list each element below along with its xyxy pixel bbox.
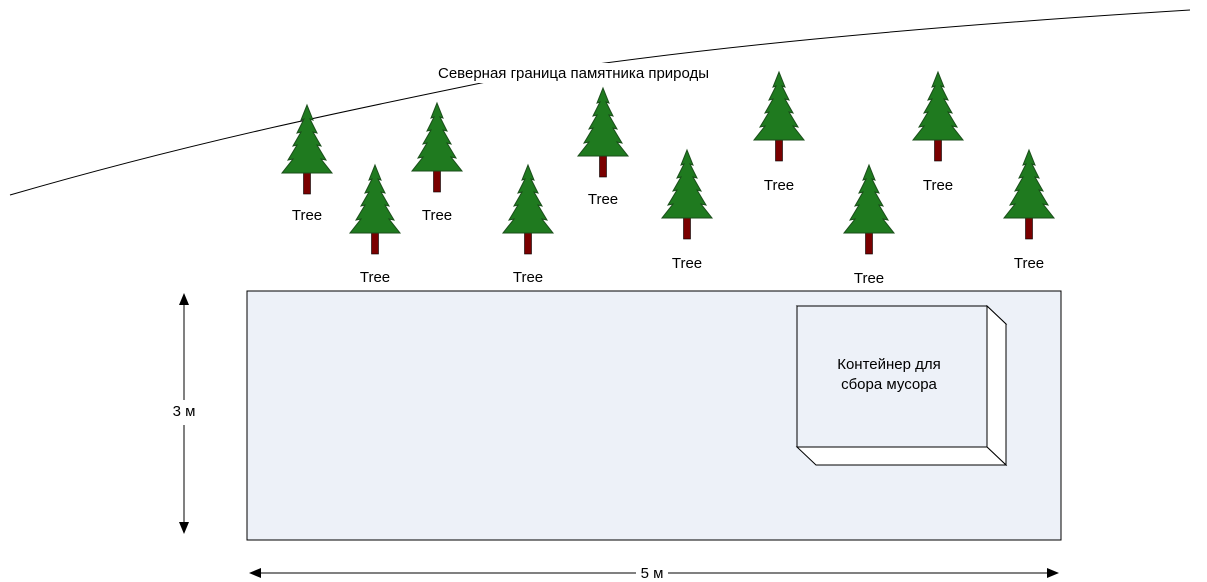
tree-label: Tree	[422, 207, 452, 224]
tree-label: Tree	[360, 269, 390, 286]
tree	[502, 164, 554, 255]
boundary-label: Северная граница памятника природы	[438, 65, 709, 82]
tree	[843, 164, 895, 255]
tree-label: Tree	[513, 269, 543, 286]
tree-label: Tree	[764, 177, 794, 194]
tree-label: Tree	[923, 177, 953, 194]
width-label: 5 м	[641, 565, 664, 582]
height-label: 3 м	[173, 403, 196, 420]
container-label-line1: Контейнер для	[837, 356, 941, 373]
tree	[281, 104, 333, 195]
tree	[349, 164, 401, 255]
waste-container	[795, 304, 1008, 467]
tree	[577, 87, 629, 178]
tree-label: Tree	[1014, 255, 1044, 272]
tree-label: Tree	[854, 270, 884, 287]
tree	[912, 71, 964, 162]
tree	[661, 149, 713, 240]
tree	[1003, 149, 1055, 240]
tree-label: Tree	[588, 191, 618, 208]
container-label-line2: сбора мусора	[841, 376, 937, 393]
tree	[411, 102, 463, 193]
tree	[753, 71, 805, 162]
tree-label: Tree	[672, 255, 702, 272]
tree-label: Tree	[292, 207, 322, 224]
